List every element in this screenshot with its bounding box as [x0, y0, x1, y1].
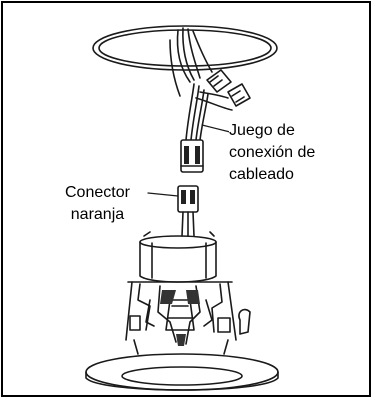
wiring-kit-label-line1: Juego de	[229, 122, 295, 139]
orange-connector-plug	[177, 185, 199, 237]
orange-connector-label-line1: Conector	[65, 184, 130, 201]
wiring-kit-label: Juego de conexión de cableado	[229, 120, 316, 186]
wiring-kit-leader	[201, 124, 231, 133]
orange-connector-leader	[147, 192, 179, 197]
upper-plug	[180, 139, 204, 173]
junction-box	[139, 231, 217, 283]
orange-connector-label: Conector naranja	[65, 182, 130, 226]
harness-connectors	[195, 69, 251, 111]
wires	[169, 27, 213, 97]
orange-connector-label-line2: naranja	[70, 206, 125, 223]
trim-flange	[85, 353, 279, 391]
trim-ring	[92, 25, 278, 71]
socket-shading	[160, 290, 200, 346]
wiring-kit-label-line2: conexión de	[229, 144, 316, 161]
wiring-kit-label-line3: cableado	[229, 166, 294, 183]
harness-cable	[185, 83, 209, 141]
mounting-frame	[125, 281, 251, 355]
